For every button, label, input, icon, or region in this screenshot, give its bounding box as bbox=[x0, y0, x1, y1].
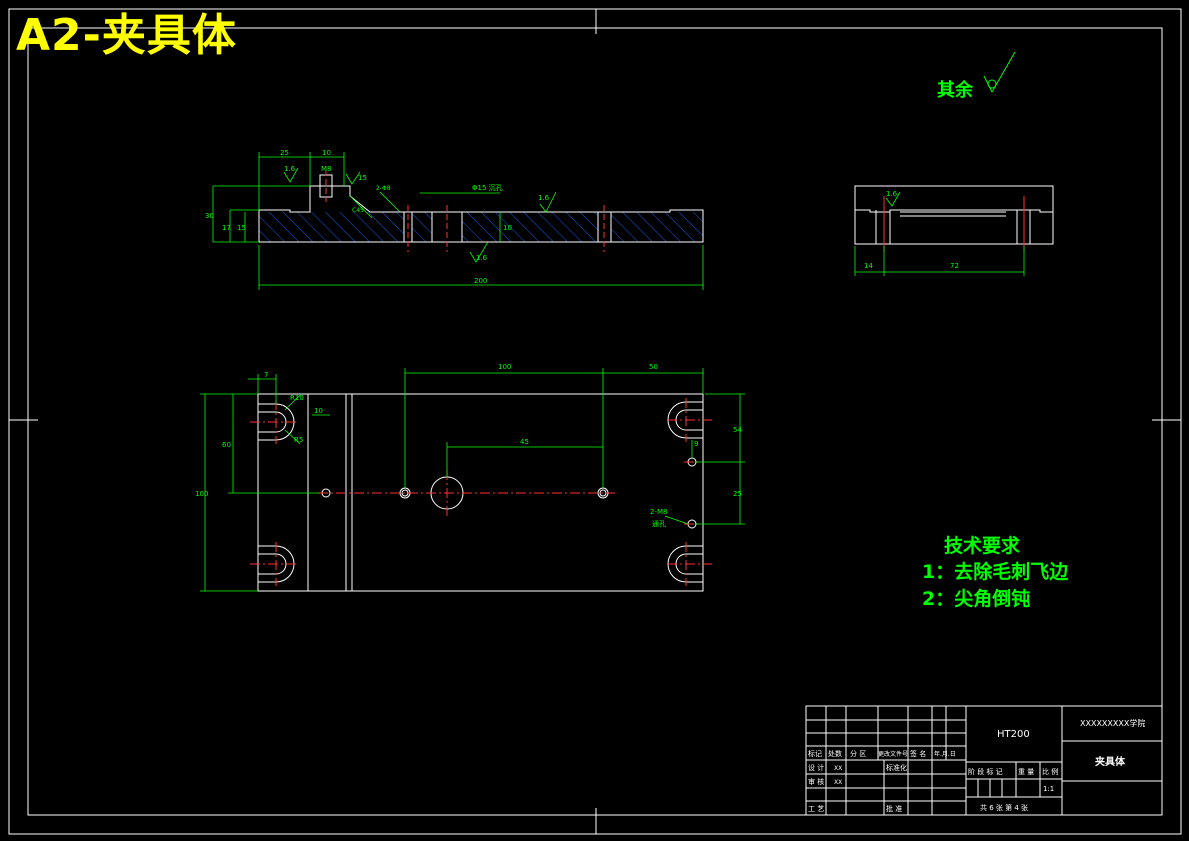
side-dim-72: 72 bbox=[950, 262, 959, 270]
tech-item-1: 1：去除毛刺飞边 bbox=[922, 561, 1069, 583]
hdr-weight: 重 量 bbox=[1018, 768, 1034, 776]
plan-dim-100-h: 100 bbox=[195, 490, 208, 498]
plan-dim-7: 7 bbox=[264, 371, 268, 379]
plan-dim-100: 100 bbox=[498, 363, 511, 371]
hdr-date: 年.月.日 bbox=[934, 750, 956, 758]
dim-depth-10: 10 bbox=[503, 224, 512, 232]
check-label: 审 核 bbox=[808, 777, 824, 786]
hdr-sign: 签 名 bbox=[910, 749, 926, 758]
dim-15: 15 bbox=[237, 224, 246, 232]
ra-mid: 1.6 bbox=[538, 194, 550, 202]
dim-30: 30 bbox=[205, 212, 214, 220]
title-block-text: HT200 XXXXXXXXX学院 夹具体 1:1 共 6 张 第 4 张 标记… bbox=[808, 718, 1145, 813]
section-hatch bbox=[259, 212, 703, 242]
dim-25: 25 bbox=[280, 149, 289, 157]
ra-bottom: 1.6 bbox=[476, 254, 488, 262]
dim-m8: M8 bbox=[321, 165, 332, 173]
plan-dim-60: 60 bbox=[222, 441, 231, 449]
hdr-change: 更改文件号 bbox=[878, 750, 908, 758]
rough-label: 其余 bbox=[937, 80, 973, 101]
hdr-count: 处数 bbox=[828, 749, 842, 758]
design-label: 设 计 bbox=[808, 763, 824, 772]
dim-200: 200 bbox=[474, 277, 487, 285]
section-view: 25 10 M8 1.6 15 30 17 15 10 2-Φ8 Φ15 沉孔 … bbox=[205, 149, 704, 290]
plan-view: 7 R10 R5 10 60 100 45 50 54 9 25 100 2-M… bbox=[195, 363, 745, 592]
plan-dim-10: 10 bbox=[314, 407, 323, 415]
std-label: 标准化 bbox=[886, 763, 907, 772]
sheet-title: A2-夹具体 bbox=[16, 10, 237, 61]
plan-dim-r10: R10 bbox=[290, 394, 304, 402]
dim-15-top: 15 bbox=[358, 174, 367, 182]
plan-hole-note: 2-M8 bbox=[650, 508, 667, 516]
side-dim-14: 14 bbox=[864, 262, 873, 270]
tech-item-2: 2：尖角倒钝 bbox=[922, 588, 1031, 610]
scale-value: 1:1 bbox=[1043, 785, 1054, 793]
material: HT200 bbox=[997, 729, 1030, 740]
plan-dim-9: 9 bbox=[694, 440, 698, 448]
hole-note: 2-Φ8 bbox=[376, 185, 391, 192]
plan-dim-45: 45 bbox=[520, 438, 529, 446]
approve-label: 批 准 bbox=[886, 804, 902, 813]
sheet-count: 共 6 张 第 4 张 bbox=[980, 803, 1028, 812]
title-block bbox=[805, 705, 1163, 816]
dim-10: 10 bbox=[322, 149, 331, 157]
cbore-note: Φ15 沉孔 bbox=[472, 184, 503, 192]
sheet-frame bbox=[8, 8, 1182, 835]
plan-hole-note2: 通孔 bbox=[652, 519, 666, 528]
hdr-stage: 阶 段 标 记 bbox=[968, 767, 1003, 776]
plan-dim-54: 54 bbox=[733, 426, 742, 434]
plan-dim-r5: R5 bbox=[294, 436, 303, 444]
school-name: XXXXXXXXX学院 bbox=[1080, 718, 1145, 728]
dim-17: 17 bbox=[222, 224, 231, 232]
plan-dim-50: 50 bbox=[649, 363, 658, 371]
side-ra: 1.6 bbox=[886, 190, 898, 198]
ra-top: 1.6 bbox=[284, 165, 296, 173]
plan-dim-25: 25 bbox=[733, 490, 742, 498]
chamfer-note: C45 bbox=[352, 207, 364, 214]
side-view: 14 72 1.6 bbox=[854, 185, 1054, 276]
hdr-scale: 比 例 bbox=[1042, 767, 1058, 776]
process-label: 工 艺 bbox=[808, 805, 824, 813]
part-name: 夹具体 bbox=[1095, 755, 1126, 768]
hdr-zone: 分 区 bbox=[850, 749, 866, 758]
hdr-mark: 标记 bbox=[808, 749, 822, 758]
design-name: XX bbox=[834, 765, 842, 772]
check-name: XX bbox=[834, 779, 842, 786]
roughness-symbol bbox=[983, 51, 1016, 94]
tech-heading: 技术要求 bbox=[944, 535, 1021, 557]
